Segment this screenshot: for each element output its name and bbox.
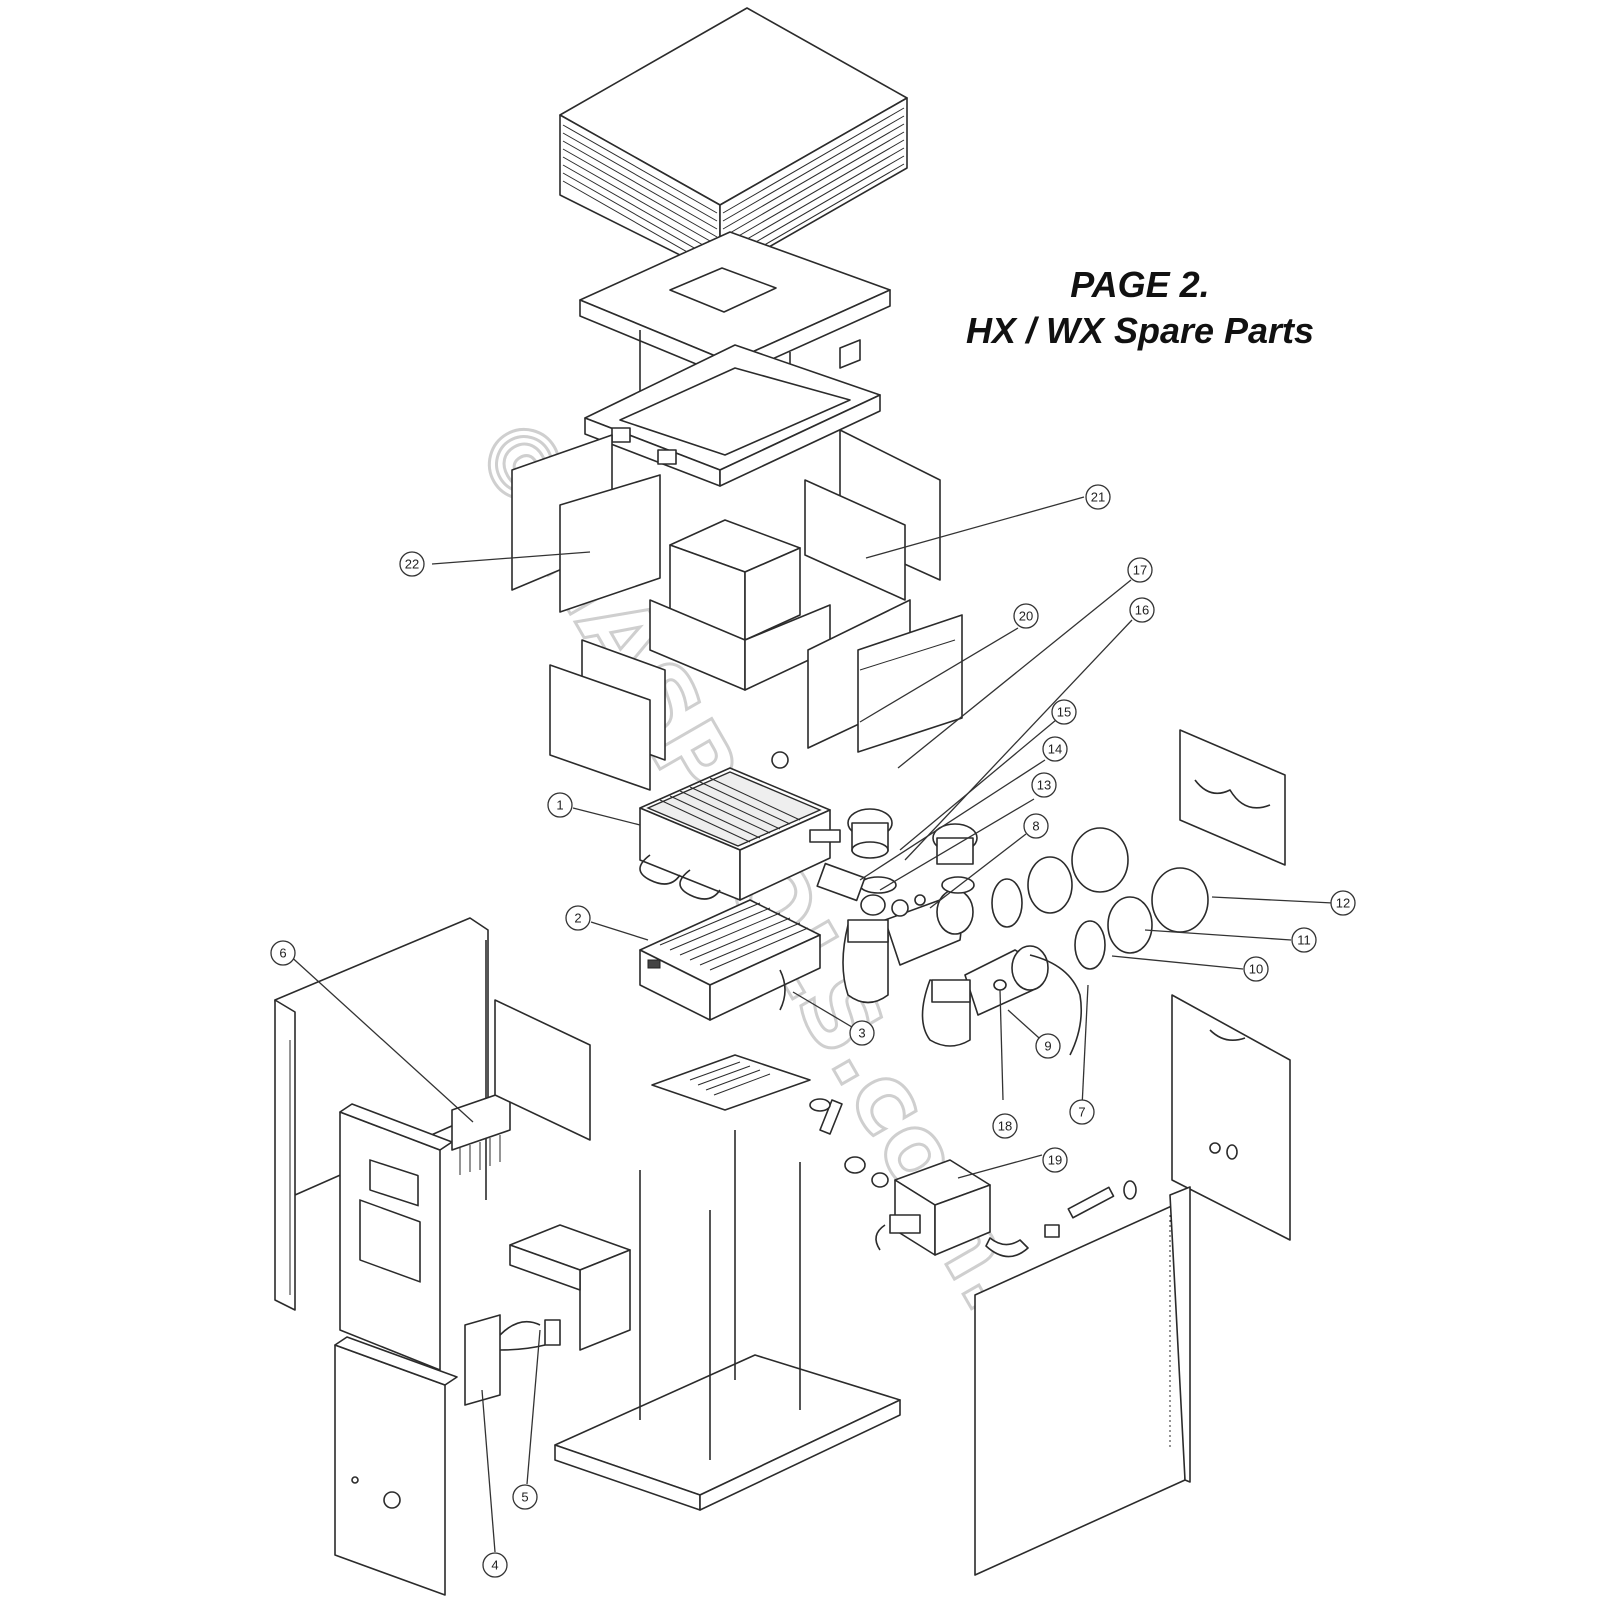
base-frame xyxy=(554,1130,901,1511)
callout-4: 4 xyxy=(482,1552,508,1578)
svg-text:7: 7 xyxy=(1078,1105,1085,1120)
combustion-panels xyxy=(549,599,963,791)
insulation-panel-right xyxy=(804,429,941,601)
callout-16: 16 xyxy=(1129,597,1155,623)
callout-1: 1 xyxy=(547,792,573,818)
svg-text:11: 11 xyxy=(1297,933,1311,948)
svg-text:22: 22 xyxy=(405,557,419,572)
burner-assembly xyxy=(639,899,821,1021)
control-pcb xyxy=(451,1089,511,1175)
combustion-chamber xyxy=(649,519,831,691)
callout-22: 22 xyxy=(399,551,425,577)
top-louvred-cover xyxy=(559,7,908,276)
rear-side-panel xyxy=(1171,994,1291,1241)
svg-text:9: 9 xyxy=(1044,1039,1051,1054)
svg-text:18: 18 xyxy=(998,1119,1012,1134)
svg-text:5: 5 xyxy=(521,1490,528,1505)
callout-14: 14 xyxy=(1042,736,1068,762)
flue-collar-plate xyxy=(579,231,891,379)
svg-text:3: 3 xyxy=(858,1026,865,1041)
heat-exchanger xyxy=(639,751,841,901)
inner-side-panel xyxy=(494,999,591,1141)
gas-valve-assembly xyxy=(809,1098,1137,1258)
callout-8: 8 xyxy=(1023,813,1049,839)
svg-text:13: 13 xyxy=(1037,778,1051,793)
callout-9: 9 xyxy=(1035,1033,1061,1059)
transformer xyxy=(464,1314,561,1406)
callout-10: 10 xyxy=(1243,956,1269,982)
union-couplings xyxy=(991,827,1209,1056)
svg-text:10: 10 xyxy=(1249,962,1263,977)
svg-text:21: 21 xyxy=(1091,490,1105,505)
callout-20: 20 xyxy=(1013,603,1039,629)
callout-18: 18 xyxy=(992,1113,1018,1139)
svg-text:14: 14 xyxy=(1048,742,1062,757)
title-line-2: HX / WX Spare Parts xyxy=(965,310,1315,351)
svg-text:12: 12 xyxy=(1336,896,1350,911)
svg-text:17: 17 xyxy=(1133,563,1147,578)
svg-text:1: 1 xyxy=(556,798,563,813)
callout-5: 5 xyxy=(512,1484,538,1510)
page-title: PAGE 2. HX / WX Spare Parts xyxy=(930,262,1350,354)
top-frame xyxy=(584,330,881,487)
left-side-panel xyxy=(274,917,489,1311)
electrical-box xyxy=(509,1224,631,1351)
svg-text:4: 4 xyxy=(491,1558,498,1573)
callout-12: 12 xyxy=(1330,890,1356,916)
callout-markers: 1 2 3 4 5 6 7 8 9 10 11 12 13 14 15 16 1… xyxy=(270,484,1356,1578)
svg-text:19: 19 xyxy=(1048,1153,1062,1168)
callout-13: 13 xyxy=(1031,772,1057,798)
callout-7: 7 xyxy=(1069,1099,1095,1125)
control-panel-door xyxy=(339,1103,453,1371)
svg-text:15: 15 xyxy=(1057,705,1071,720)
water-header-manifold xyxy=(842,889,1049,1047)
callout-19: 19 xyxy=(1042,1147,1068,1173)
callout-15: 15 xyxy=(1051,699,1077,725)
title-line-1: PAGE 2. xyxy=(1070,264,1210,305)
bypass-valve-assembly xyxy=(816,808,978,917)
insulation-panel-left xyxy=(511,434,661,613)
svg-text:20: 20 xyxy=(1019,609,1033,624)
callout-17: 17 xyxy=(1127,557,1153,583)
svg-text:6: 6 xyxy=(279,946,286,961)
rear-bracket-upper xyxy=(1179,729,1286,866)
callout-2: 2 xyxy=(565,905,591,931)
right-front-panel xyxy=(974,1186,1191,1576)
svg-text:2: 2 xyxy=(574,911,581,926)
callout-11: 11 xyxy=(1291,927,1317,953)
callout-3: 3 xyxy=(849,1020,875,1046)
leader-lines xyxy=(286,496,1334,1553)
callout-6: 6 xyxy=(270,940,296,966)
svg-text:16: 16 xyxy=(1135,603,1149,618)
burner-base-tray xyxy=(651,1054,811,1111)
lower-front-panel xyxy=(334,1336,458,1596)
svg-text:8: 8 xyxy=(1032,819,1039,834)
callout-21: 21 xyxy=(1085,484,1111,510)
